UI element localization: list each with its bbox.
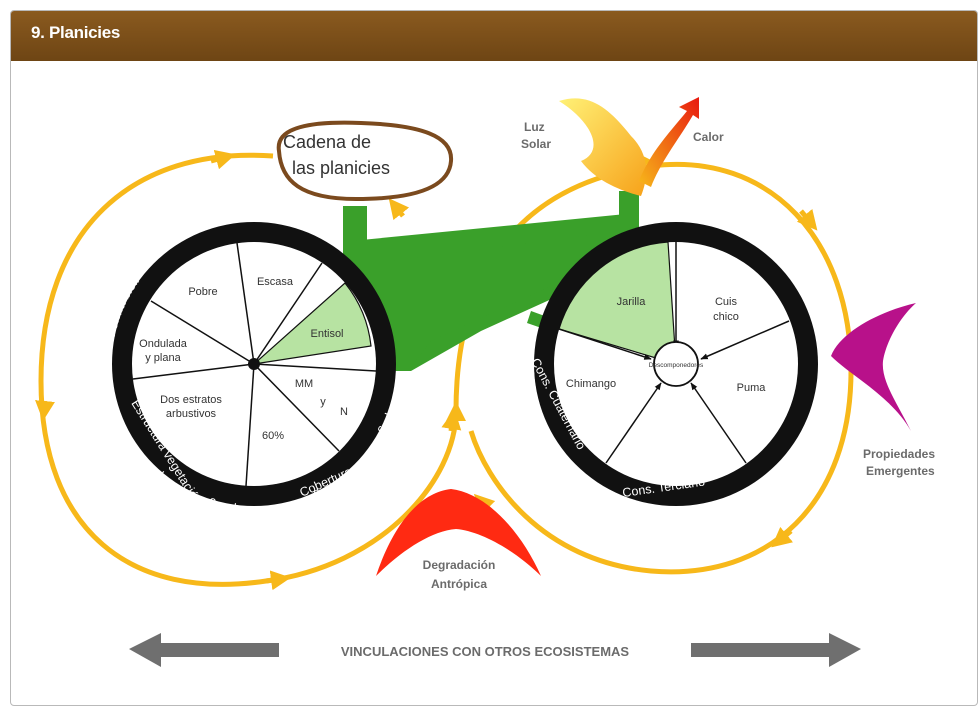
segment-pobre: Pobre — [188, 286, 217, 298]
heat-arrow — [639, 97, 699, 187]
propiedades-label-1: Propiedades — [863, 447, 935, 461]
segment-60pct: 60% — [262, 430, 284, 442]
propiedades-label-2: Emergentes — [866, 464, 935, 478]
segment-escasa: Escasa — [257, 276, 294, 288]
segment-entisol: Entisol — [310, 328, 343, 340]
ecosystem-links-arrow — [129, 633, 861, 667]
segment-chimango: Chimango — [566, 378, 616, 390]
segment-mm: MM — [295, 378, 313, 390]
segment-n: N — [340, 406, 348, 418]
chain-bubble: Cadena de las planicies — [276, 120, 454, 202]
solar-light-shape — [559, 98, 647, 196]
segment-puma: Puma — [737, 382, 767, 394]
section-header: 9. Planicies — [11, 11, 977, 61]
segment-ondulada-1: Ondulada — [139, 338, 188, 350]
chain-bubble-line2: las planicies — [292, 158, 390, 178]
degradation-shape — [376, 489, 541, 576]
segment-dos-estratos-2: arbustivos — [166, 408, 217, 420]
degradacion-label-2: Antrópica — [431, 577, 487, 591]
segment-dos-estratos-1: Dos estratos — [160, 394, 222, 406]
section-title: 9. Planicies — [31, 23, 121, 42]
emergent-properties-shape — [831, 303, 916, 431]
segment-y: y — [320, 396, 326, 408]
hub-descomponedores: Descomponedores — [649, 362, 704, 369]
chain-bubble-line1: Cadena de — [283, 132, 371, 152]
luz-label-2: Solar — [521, 137, 551, 151]
vinculaciones-label: VINCULACIONES CON OTROS ECOSISTEMAS — [341, 644, 630, 659]
calor-label: Calor — [693, 130, 724, 144]
segment-ondulada-2: y plana — [145, 352, 181, 364]
diagram-frame: 9. Planicies — [10, 10, 978, 706]
luz-label-1: Luz — [524, 120, 545, 134]
segment-cuis-2: chico — [713, 311, 739, 323]
segment-cuis-1: Cuis — [715, 296, 738, 308]
ecosystem-bicycle-diagram: Pobre Escasa Entisol Ondulada y plana MM… — [11, 11, 935, 667]
degradacion-label-1: Degradación — [423, 558, 496, 572]
segment-jarilla: Jarilla — [617, 296, 647, 308]
